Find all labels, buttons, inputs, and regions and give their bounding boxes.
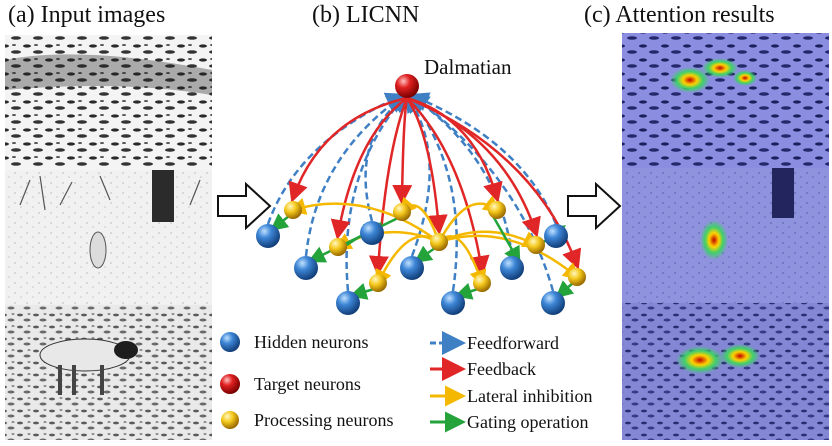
gating-edge xyxy=(454,282,479,300)
feedback-edge xyxy=(405,97,448,235)
target-neuron xyxy=(395,74,419,98)
input-arrow-icon xyxy=(217,181,272,231)
hidden-neuron xyxy=(294,256,318,280)
gating-edge xyxy=(307,216,399,263)
legend-target-swatch xyxy=(220,374,240,394)
feedforward-edge xyxy=(364,92,410,222)
processing-neuron xyxy=(393,203,411,221)
feedforward-edge xyxy=(266,92,407,225)
output-arrow-icon xyxy=(567,181,622,231)
licnn-network xyxy=(256,74,586,315)
legend-feedback-label: Feedback xyxy=(467,359,536,379)
processing-neuron xyxy=(430,233,448,251)
hidden-neuron xyxy=(360,221,384,245)
hidden-neuron xyxy=(256,224,280,248)
lateral-edge xyxy=(438,234,581,281)
feedforward-edge xyxy=(408,93,555,292)
processing-neuron xyxy=(473,274,491,292)
processing-neuron xyxy=(527,236,545,254)
gating-edge xyxy=(491,215,521,265)
input-image-2 xyxy=(5,170,212,305)
gating-edge xyxy=(555,280,575,299)
legend-hidden-label: Hidden neurons xyxy=(254,332,368,352)
legend-hidden-swatch xyxy=(220,332,240,352)
feedforward-edge xyxy=(304,93,408,257)
lateral-edge xyxy=(288,198,440,244)
hidden-neuron xyxy=(400,256,424,280)
legend-gating-label: Gating operation xyxy=(467,412,588,432)
processing-neuron xyxy=(329,238,347,256)
legend-lateral-label: Lateral inhibition xyxy=(467,386,592,406)
legend-feedforward-label: Feedforward xyxy=(467,333,559,353)
legend-processing-swatch xyxy=(221,411,239,429)
feedback-edge xyxy=(368,97,409,276)
processing-neuron xyxy=(488,201,506,219)
attention-results-title: (c) Attention results xyxy=(584,2,775,28)
feedback-edge xyxy=(406,97,490,276)
processing-neuron xyxy=(568,268,586,286)
gating-edge xyxy=(270,213,290,232)
attention-image-1 xyxy=(622,33,829,168)
legend: Hidden neurons Target neurons Processing… xyxy=(220,331,592,433)
feedforward-edge xyxy=(345,92,408,292)
legend-target-label: Target neurons xyxy=(254,374,361,394)
licnn-title: (b) LICNN xyxy=(312,2,420,28)
hidden-neuron xyxy=(336,291,360,315)
feedforward-edge xyxy=(408,92,558,225)
processing-neuron xyxy=(284,201,302,219)
legend-processing-label: Processing neurons xyxy=(254,410,393,430)
hidden-neuron xyxy=(500,256,524,280)
gating-edge xyxy=(349,283,375,300)
attention-image-3 xyxy=(622,303,829,440)
attention-image-2 xyxy=(622,168,829,303)
feedback-edge xyxy=(330,96,408,240)
processing-neuron xyxy=(369,274,387,292)
hidden-neuron xyxy=(441,291,465,315)
gating-edge xyxy=(413,245,436,263)
feedback-edge xyxy=(288,96,408,203)
target-label: Dalmatian xyxy=(424,55,512,79)
input-images-title: (a) Input images xyxy=(8,2,166,28)
input-image-1 xyxy=(5,35,212,170)
hidden-neuron xyxy=(544,224,568,248)
hidden-neuron xyxy=(541,291,565,315)
input-image-3 xyxy=(5,305,212,440)
